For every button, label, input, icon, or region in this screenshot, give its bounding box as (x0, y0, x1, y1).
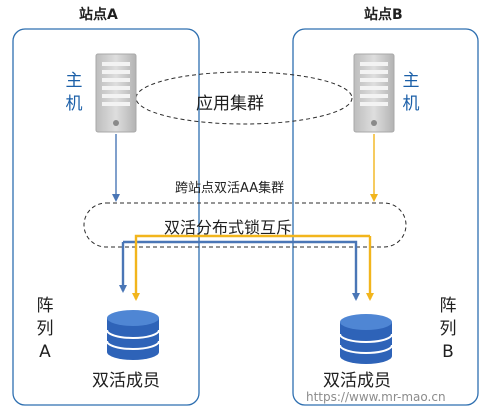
site-b-frame (292, 28, 479, 406)
database-icon (339, 314, 393, 364)
host-a-char-1: 主 (65, 71, 83, 91)
host-a-label: 主 机 (64, 70, 84, 116)
host-a-char-2: 机 (65, 94, 83, 114)
cross-site-cluster-label: 跨站点双活AA集群 (175, 181, 285, 196)
member-a-label: 双活成员 (92, 371, 160, 391)
array-a-label: 阵 列 A (35, 295, 55, 364)
lock-mutex-band (83, 202, 407, 248)
watermark: https://www.mr-mao.cn (306, 390, 446, 404)
app-cluster-ellipse (135, 71, 353, 125)
host-b-label: 主 机 (401, 70, 421, 116)
host-b-char-2: 机 (402, 94, 420, 114)
array-b-label: 阵 列 B (438, 295, 458, 364)
app-cluster-label: 应用集群 (196, 94, 264, 114)
site-a-frame (12, 28, 200, 406)
array-b-char-1: 阵 (439, 296, 457, 316)
array-b-char-2: 列 (439, 319, 457, 339)
write-path-yellow-a (132, 234, 370, 301)
array-a-char-3: A (39, 342, 51, 362)
array-a-char-1: 阵 (36, 296, 54, 316)
array-a-char-2: 列 (36, 319, 54, 339)
server-icon (353, 53, 395, 133)
array-b-char-3: B (442, 342, 454, 362)
write-path-blue-b (123, 240, 360, 301)
server-icon (95, 53, 137, 133)
database-icon (106, 310, 160, 360)
host-b-char-1: 主 (402, 71, 420, 91)
site-b-title: 站点B (364, 7, 403, 23)
lock-mutex-label: 双活分布式锁互斥 (164, 218, 293, 237)
member-b-label: 双活成员 (323, 371, 391, 391)
site-a-title: 站点A (79, 7, 118, 23)
